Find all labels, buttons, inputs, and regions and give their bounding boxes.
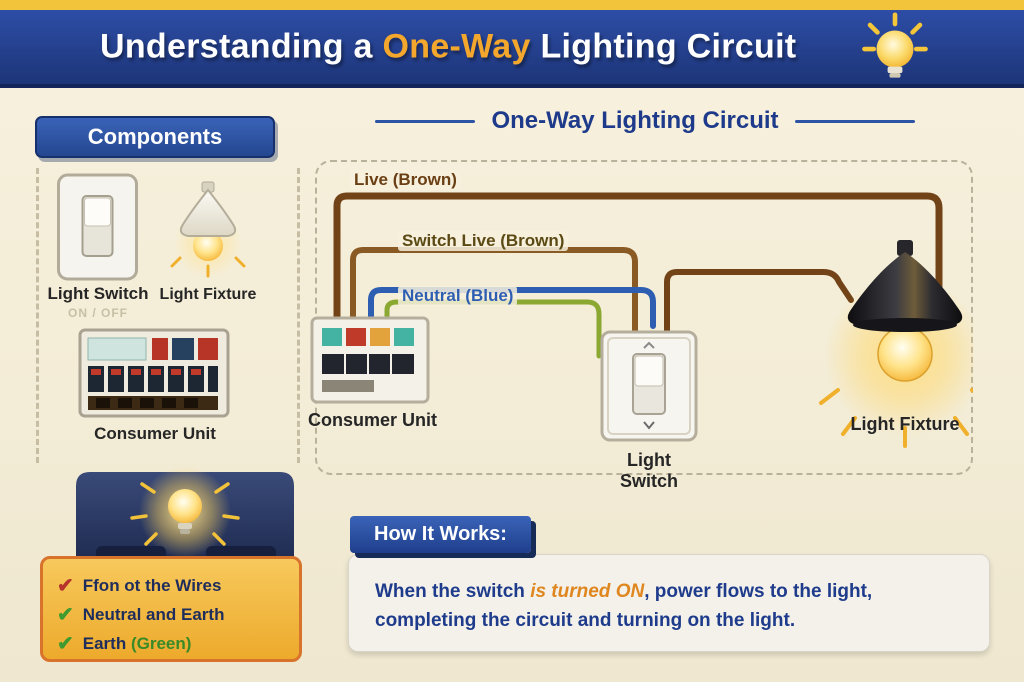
light-switch-figure-circuit xyxy=(600,330,698,442)
consumer-unit-figure-circuit xyxy=(310,316,430,404)
consumer-unit-figure xyxy=(78,328,230,418)
how-it-works-header: How It Works: xyxy=(350,516,531,553)
left-dashed-divider xyxy=(36,168,39,463)
check-icon: ✔ xyxy=(57,574,74,597)
light-switch-label: Light Switch xyxy=(47,284,149,303)
components-header-label: Components xyxy=(87,124,223,149)
on-off-label: ON / OFF xyxy=(68,306,128,320)
consumer-unit-label: Consumer Unit xyxy=(94,424,216,443)
how-it-works-body: When the switch is turned ON, power flow… xyxy=(348,554,990,652)
title-pre: Understanding a xyxy=(100,27,373,66)
checklist-item: ✔ Neutral and Earth xyxy=(57,600,285,629)
checklist-item: ✔ Ffon ot the Wires xyxy=(57,571,285,600)
top-accent-strip xyxy=(0,0,1024,10)
consumer-unit-label-circuit: Consumer Unit xyxy=(308,410,438,430)
checklist-item: ✔ Earth (Green) xyxy=(57,629,285,658)
circuit-wires xyxy=(333,192,973,448)
live-wire-label: Live (Brown) xyxy=(350,170,461,190)
title-rule-right xyxy=(794,119,915,123)
circuit-title-text: One-Way Lighting Circuit xyxy=(491,107,779,134)
wire-switch-to-light-brown xyxy=(664,269,854,335)
light-fixture-figure-small xyxy=(170,181,246,278)
light-fixture-label-circuit: Light Fixture xyxy=(850,414,960,434)
light-switch-label-circuit: Light Switch xyxy=(619,450,678,491)
checklist-item-text: Earth (Green) xyxy=(82,633,192,653)
lightbulb-icon xyxy=(862,12,928,78)
panel-dashed-divider xyxy=(297,168,300,463)
page-title: Understanding a One-Way Lighting Circuit xyxy=(100,28,796,67)
glowing-bulb-icon xyxy=(168,489,202,523)
title-post: Lighting Circuit xyxy=(540,27,797,66)
neutral-wire-label: Neutral (Blue) xyxy=(398,286,518,306)
check-icon: ✔ xyxy=(57,603,74,626)
glowing-bulb-box xyxy=(76,466,294,566)
title-rule-left xyxy=(375,119,476,123)
checklist-item-text: Neutral and Earth xyxy=(82,604,225,624)
turned-on-highlight: is turned ON xyxy=(530,581,645,602)
light-fixture-label: Light Fixture xyxy=(159,286,257,303)
header-banner: Understanding a One-Way Lighting Circuit xyxy=(0,10,1024,88)
wires-checklist-panel: ✔ Ffon ot the Wires ✔ Neutral and Earth … xyxy=(40,556,302,662)
light-switch-figure xyxy=(57,173,138,281)
light-fixture-figure xyxy=(819,240,973,448)
title-highlight: One-Way xyxy=(382,27,531,66)
wire-live-brown xyxy=(333,192,943,326)
check-icon: ✔ xyxy=(57,632,74,655)
circuit-section-title: One-Way Lighting Circuit xyxy=(315,104,975,138)
checklist-item-text: Ffon ot the Wires xyxy=(82,575,222,595)
components-panel-header: Components xyxy=(35,116,275,158)
switch-live-wire-label: Switch Live (Brown) xyxy=(398,231,569,251)
